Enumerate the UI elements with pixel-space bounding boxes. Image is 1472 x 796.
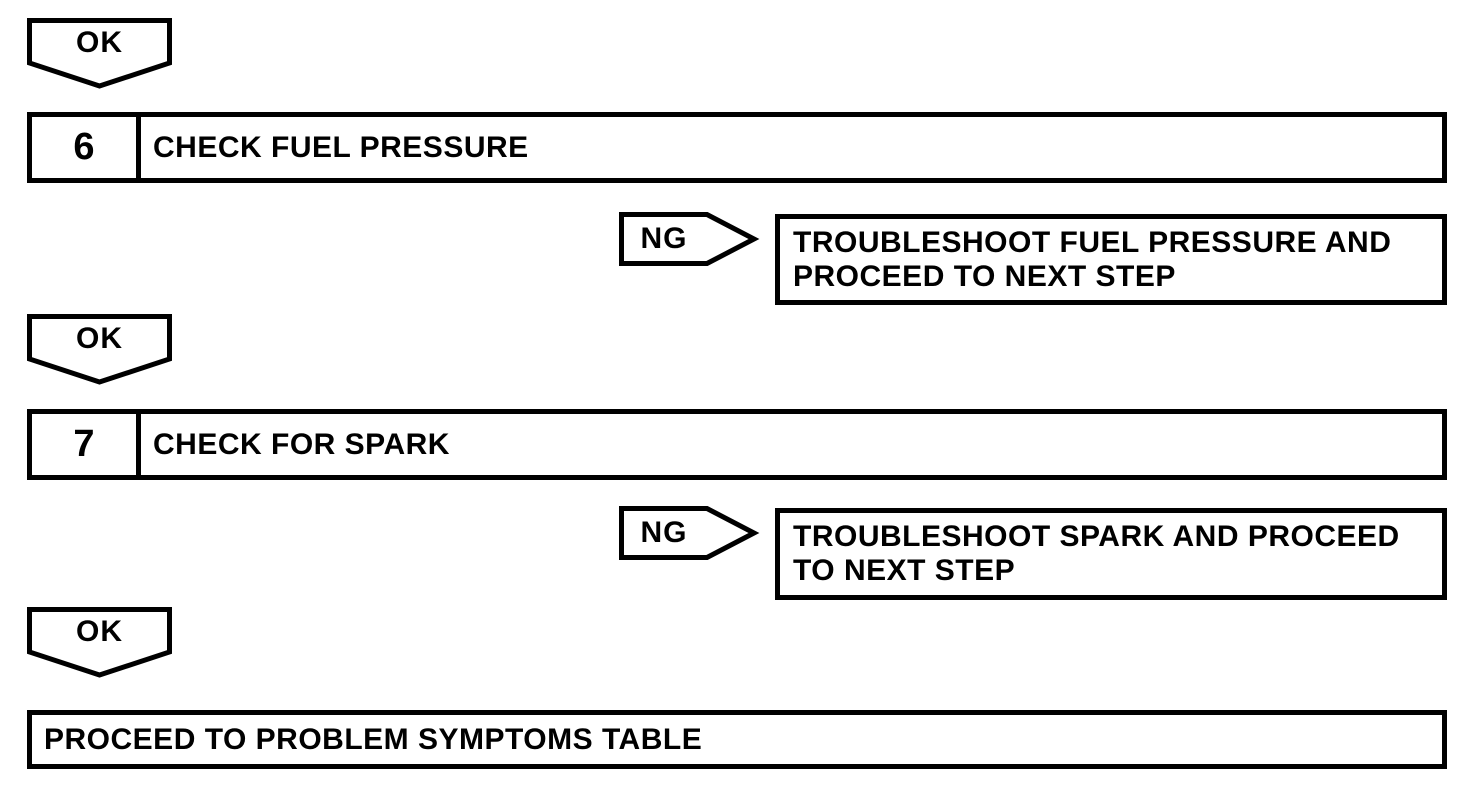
ng-connector-2: NG	[619, 506, 760, 560]
ng-action-box-1: TROUBLESHOOT FUEL PRESSURE AND PROCEED T…	[775, 214, 1447, 305]
step-title: CHECK FOR SPARK	[153, 427, 450, 461]
ok-connector-1: OK	[27, 18, 172, 89]
ok-label: OK	[76, 26, 123, 59]
ng-arrow-icon	[619, 506, 760, 560]
ng-label: NG	[640, 222, 688, 255]
ng-action-box-2: TROUBLESHOOT SPARK AND PROCEED TO NEXT S…	[775, 508, 1447, 600]
ok-arrow-icon	[27, 18, 172, 89]
step-number: 6	[32, 117, 141, 178]
ng-action-text: TROUBLESHOOT SPARK AND PROCEED TO NEXT S…	[793, 520, 1400, 587]
ok-connector-2: OK	[27, 314, 172, 385]
ok-arrow-icon	[27, 314, 172, 385]
step-number: 7	[32, 414, 141, 475]
ng-action-text: TROUBLESHOOT FUEL PRESSURE AND PROCEED T…	[793, 225, 1392, 293]
ng-arrow-icon	[619, 212, 760, 266]
ok-connector-3: OK	[27, 607, 172, 678]
step-title: CHECK FUEL PRESSURE	[153, 130, 529, 164]
ng-label: NG	[640, 516, 688, 549]
ok-arrow-icon	[27, 607, 172, 678]
final-step-box: PROCEED TO PROBLEM SYMPTOMS TABLE	[27, 710, 1447, 769]
ok-label: OK	[76, 615, 123, 648]
ok-label: OK	[76, 322, 123, 355]
step-box-7: 7 CHECK FOR SPARK	[27, 409, 1447, 480]
step-box-6: 6 CHECK FUEL PRESSURE	[27, 112, 1447, 183]
ng-connector-1: NG	[619, 212, 760, 266]
final-step-text: PROCEED TO PROBLEM SYMPTOMS TABLE	[44, 722, 703, 756]
